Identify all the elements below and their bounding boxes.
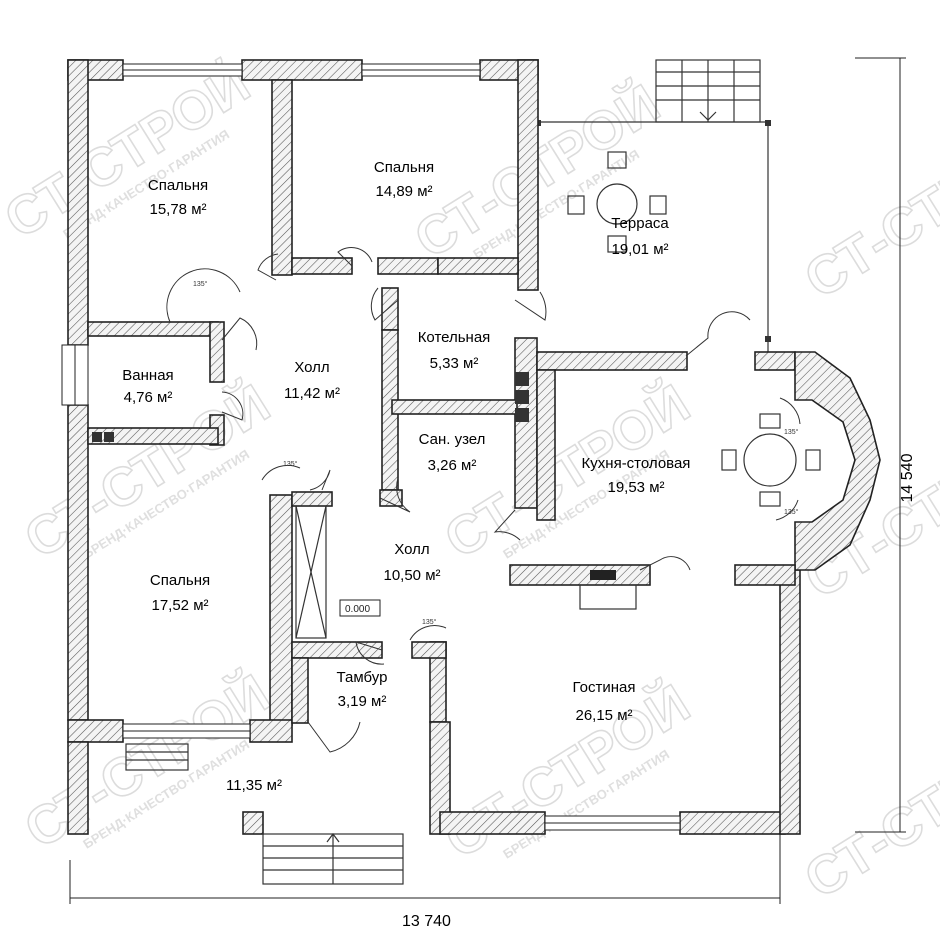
- room-name: Спальня: [148, 177, 208, 194]
- room-name: Котельная: [418, 329, 491, 346]
- room-area: 11,42 м²: [284, 385, 340, 402]
- dimension-lines: [69, 57, 906, 904]
- room-area: 11,35 м²: [226, 777, 282, 794]
- level-mark: 0.000: [339, 599, 381, 617]
- room-area: 4,76 м²: [124, 389, 173, 406]
- terrace-structure: [534, 59, 771, 352]
- dimension-width: 13 740: [402, 913, 451, 930]
- room-name: Ванная: [122, 367, 173, 384]
- watermark-brand: СТ-СТРОЙ: [14, 663, 280, 861]
- room-area: 3,19 м²: [338, 693, 387, 710]
- room-name: Гостиная: [573, 679, 636, 696]
- room-area: 17,52 м²: [151, 597, 208, 614]
- room-labels: Спальня 15,78 м² Спальня 14,89 м² Террас…: [122, 159, 690, 794]
- room-terrace: Терраса 19,01 м²: [611, 215, 669, 258]
- room-area: 26,15 м²: [575, 707, 632, 724]
- porch-stairs: [262, 833, 404, 885]
- walls: [61, 59, 881, 835]
- door-angle: 135°: [422, 618, 437, 626]
- room-bedroom-3: Спальня 17,52 м²: [150, 572, 210, 614]
- terrace-stairs: [655, 59, 761, 123]
- room-name: Холл: [294, 359, 329, 376]
- room-area: 3,26 м²: [428, 457, 477, 474]
- room-vestibule: Тамбур 3,19 м²: [337, 669, 388, 710]
- room-area: 15,78 м²: [149, 201, 206, 218]
- room-hall-2: Холл 10,50 м²: [383, 541, 440, 584]
- room-name: Тамбур: [337, 669, 388, 686]
- room-name: Сан. узел: [419, 431, 486, 448]
- room-area: 19,01 м²: [611, 241, 668, 258]
- room-name: Терраса: [611, 215, 669, 232]
- dimension-height: 14 540: [899, 453, 916, 502]
- room-area: 10,50 м²: [383, 567, 440, 584]
- room-wc: Сан. узел 3,26 м²: [419, 431, 486, 474]
- room-hall-1: Холл 11,42 м²: [284, 359, 340, 402]
- doors: [166, 247, 801, 753]
- door-angle-labels: 135° 135° 135° 135° 135°: [193, 280, 799, 626]
- room-porch: 11,35 м²: [226, 777, 282, 794]
- room-boiler: Котельная 5,33 м²: [418, 329, 491, 372]
- room-kitchen: Кухня-столовая 19,53 м²: [582, 455, 691, 496]
- door-angle: 135°: [193, 280, 208, 288]
- kitchen-furniture: [579, 413, 821, 610]
- room-name: Спальня: [374, 159, 434, 176]
- room-bedroom-2: Спальня 14,89 м²: [374, 159, 434, 200]
- watermark-brand: СТ-СТРОЙ: [434, 673, 700, 871]
- room-bathroom: Ванная 4,76 м²: [122, 367, 173, 406]
- bedroom3-radiator: [125, 743, 189, 771]
- room-bedroom-1: Спальня 15,78 м²: [148, 177, 208, 218]
- room-name: Спальня: [150, 572, 210, 589]
- door-angle: 135°: [784, 428, 799, 436]
- watermark-brand: СТ-СТРОЙ: [794, 113, 940, 311]
- room-name: Холл: [394, 541, 429, 558]
- door-angle: 135°: [283, 460, 298, 468]
- watermark-brand: СТ-СТРОЙ: [0, 53, 260, 251]
- door-angle: 135°: [784, 508, 799, 516]
- room-area: 19,53 м²: [607, 479, 664, 496]
- terrace-furniture: [567, 151, 667, 253]
- level-mark-value: 0.000: [345, 604, 370, 615]
- room-living: Гостиная 26,15 м²: [573, 679, 636, 724]
- room-area: 14,89 м²: [375, 183, 432, 200]
- room-name: Кухня-столовая: [582, 455, 691, 472]
- wardrobe: [295, 505, 327, 639]
- room-area: 5,33 м²: [430, 355, 479, 372]
- watermark-brand: СТ-СТРОЙ: [794, 713, 940, 911]
